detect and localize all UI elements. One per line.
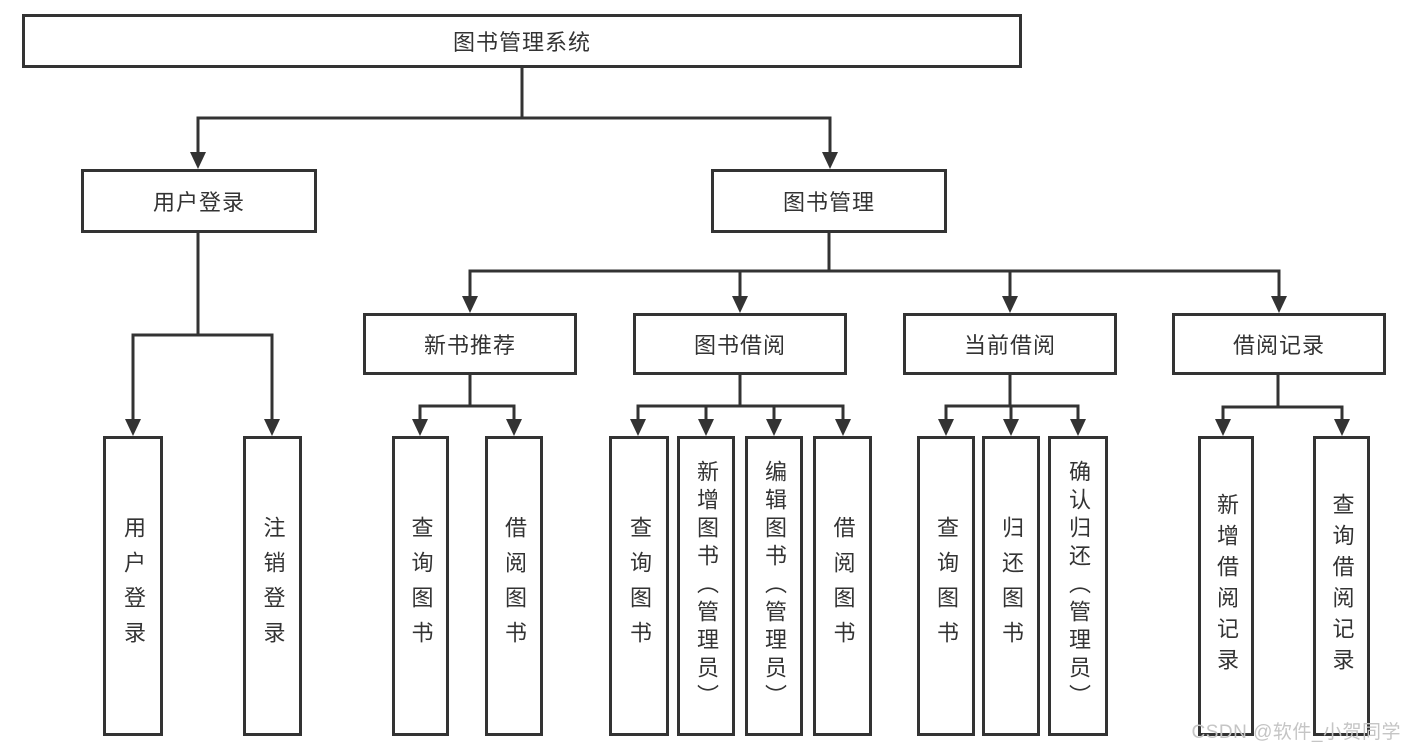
- arrowhead-icon: [1271, 296, 1287, 313]
- arrowhead-icon: [698, 419, 714, 436]
- arrowhead-icon: [630, 419, 646, 436]
- node-current-borrowing: 当前借阅: [903, 313, 1117, 375]
- leaf-query-books-2: 查询图书: [609, 436, 669, 736]
- arrowhead-icon: [766, 419, 782, 436]
- node-book-borrowing: 图书借阅: [633, 313, 847, 375]
- leaf-return-books: 归还图书: [982, 436, 1040, 736]
- arrowhead-icon: [732, 296, 748, 313]
- leaf-query-borrow-record: 查询借阅记录: [1313, 436, 1370, 736]
- arrowhead-icon: [412, 419, 428, 436]
- node-book-management: 图书管理: [711, 169, 947, 233]
- leaf-add-books-admin: 新增图书（管理员）: [677, 436, 735, 736]
- leaf-query-books-1: 查询图书: [392, 436, 449, 736]
- arrowhead-icon: [1215, 419, 1231, 436]
- leaf-confirm-return-admin: 确认归还（管理员）: [1048, 436, 1108, 736]
- arrowhead-icon: [1070, 419, 1086, 436]
- arrowhead-icon: [822, 152, 838, 169]
- node-library-management-system: 图书管理系统: [22, 14, 1022, 68]
- leaf-borrow-books-2: 借阅图书: [813, 436, 872, 736]
- leaf-add-borrow-record: 新增借阅记录: [1198, 436, 1254, 736]
- arrowhead-icon: [1003, 419, 1019, 436]
- arrowhead-icon: [125, 419, 141, 436]
- arrowhead-icon: [1002, 296, 1018, 313]
- csdn-watermark: CSDN @软件_小贺同学: [1191, 722, 1401, 743]
- arrowhead-icon: [190, 152, 206, 169]
- arrowhead-icon: [938, 419, 954, 436]
- arrowhead-icon: [264, 419, 280, 436]
- leaf-borrow-books-1: 借阅图书: [485, 436, 543, 736]
- node-new-book-recommendation: 新书推荐: [363, 313, 577, 375]
- leaf-logout: 注销登录: [243, 436, 302, 736]
- node-user-login: 用户登录: [81, 169, 317, 233]
- leaf-user-login: 用户登录: [103, 436, 163, 736]
- leaf-query-books-3: 查询图书: [917, 436, 975, 736]
- arrowhead-icon: [506, 419, 522, 436]
- arrowhead-icon: [462, 296, 478, 313]
- node-borrowing-records: 借阅记录: [1172, 313, 1386, 375]
- arrowhead-icon: [1334, 419, 1350, 436]
- arrowhead-icon: [835, 419, 851, 436]
- leaf-edit-books-admin: 编辑图书（管理员）: [745, 436, 803, 736]
